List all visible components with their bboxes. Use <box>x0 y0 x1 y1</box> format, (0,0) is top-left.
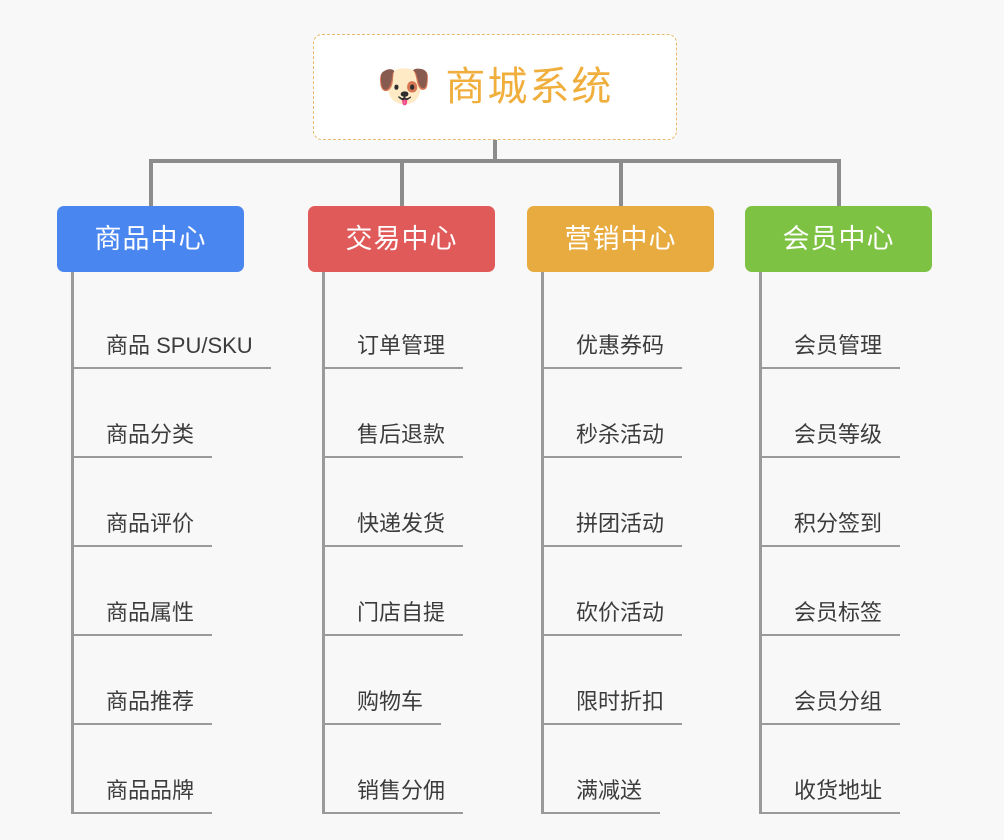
leaf-item[interactable]: 快递发货 <box>325 458 538 547</box>
leaf-list-transaction-center: 订单管理 售后退款 快递发货 门店自提 购物车 销售分佣 <box>322 272 538 814</box>
leaf-label: 商品品牌 <box>74 780 213 814</box>
leaf-item[interactable]: 优惠券码 <box>544 280 757 369</box>
root-node-title: 商城系统 <box>445 65 614 109</box>
leaf-item[interactable]: 销售分佣 <box>325 725 538 814</box>
leaf-label: 优惠券码 <box>544 335 683 369</box>
leaf-label: 商品属性 <box>74 602 213 636</box>
leaf-item[interactable]: 收货地址 <box>762 725 975 814</box>
leaf-label: 商品评价 <box>74 513 213 547</box>
connector-drop-4 <box>837 159 841 207</box>
connector-drop-1 <box>149 159 153 207</box>
root-node-mall-system[interactable]: 🐶 商城系统 <box>313 34 677 140</box>
leaf-label: 商品分类 <box>74 424 213 458</box>
leaf-label: 限时折扣 <box>544 691 683 725</box>
leaf-label: 拼团活动 <box>544 513 683 547</box>
leaf-item[interactable]: 售后退款 <box>325 369 538 458</box>
leaf-item[interactable]: 商品属性 <box>74 547 287 636</box>
branch-column-member-center: 会员中心 会员管理 会员等级 积分签到 会员标签 会员分组 收货地址 <box>745 206 975 814</box>
leaf-item[interactable]: 商品品牌 <box>74 725 287 814</box>
leaf-item[interactable]: 砍价活动 <box>544 547 757 636</box>
leaf-item[interactable]: 会员标签 <box>762 547 975 636</box>
leaf-item[interactable]: 积分签到 <box>762 458 975 547</box>
connector-horizontal-bus <box>149 159 839 163</box>
leaf-item[interactable]: 会员管理 <box>762 280 975 369</box>
leaf-label: 积分签到 <box>762 513 901 547</box>
branch-column-transaction-center: 交易中心 订单管理 售后退款 快递发货 门店自提 购物车 销售分佣 <box>308 206 538 814</box>
leaf-label: 砍价活动 <box>544 602 683 636</box>
branch-column-marketing-center: 营销中心 优惠券码 秒杀活动 拼团活动 砍价活动 限时折扣 满减送 <box>527 206 757 814</box>
leaf-item[interactable]: 商品分类 <box>74 369 287 458</box>
leaf-item[interactable]: 拼团活动 <box>544 458 757 547</box>
leaf-label: 会员等级 <box>762 424 901 458</box>
leaf-item[interactable]: 商品评价 <box>74 458 287 547</box>
leaf-label: 购物车 <box>325 691 442 725</box>
leaf-label: 满减送 <box>544 780 661 814</box>
leaf-label: 会员管理 <box>762 335 901 369</box>
category-label: 营销中心 <box>564 223 677 254</box>
leaf-list-product-center: 商品 SPU/SKU 商品分类 商品评价 商品属性 商品推荐 商品品牌 <box>71 272 287 814</box>
connector-root-stem <box>493 140 497 162</box>
leaf-label: 会员分组 <box>762 691 901 725</box>
category-label: 交易中心 <box>345 223 458 254</box>
leaf-label: 会员标签 <box>762 602 901 636</box>
branch-column-product-center: 商品中心 商品 SPU/SKU 商品分类 商品评价 商品属性 商品推荐 商品品牌 <box>57 206 287 814</box>
connector-drop-3 <box>619 159 623 207</box>
category-box-marketing-center[interactable]: 营销中心 <box>527 206 714 272</box>
leaf-label: 订单管理 <box>325 335 464 369</box>
leaf-item[interactable]: 商品 SPU/SKU <box>74 280 287 369</box>
leaf-label: 快递发货 <box>325 513 464 547</box>
leaf-item[interactable]: 会员等级 <box>762 369 975 458</box>
category-label: 商品中心 <box>94 223 207 254</box>
connector-drop-2 <box>400 159 404 207</box>
leaf-list-member-center: 会员管理 会员等级 积分签到 会员标签 会员分组 收货地址 <box>759 272 975 814</box>
leaf-label: 商品 SPU/SKU <box>74 335 271 369</box>
leaf-item[interactable]: 商品推荐 <box>74 636 287 725</box>
leaf-label: 秒杀活动 <box>544 424 683 458</box>
category-box-transaction-center[interactable]: 交易中心 <box>308 206 495 272</box>
leaf-item[interactable]: 购物车 <box>325 636 538 725</box>
leaf-label: 收货地址 <box>762 780 901 814</box>
category-box-member-center[interactable]: 会员中心 <box>745 206 932 272</box>
leaf-label: 销售分佣 <box>325 780 464 814</box>
category-label: 会员中心 <box>782 223 895 254</box>
category-box-product-center[interactable]: 商品中心 <box>57 206 244 272</box>
leaf-item[interactable]: 满减送 <box>544 725 757 814</box>
leaf-label: 门店自提 <box>325 602 464 636</box>
leaf-item[interactable]: 订单管理 <box>325 280 538 369</box>
leaf-label: 售后退款 <box>325 424 464 458</box>
leaf-item[interactable]: 秒杀活动 <box>544 369 757 458</box>
leaf-item[interactable]: 门店自提 <box>325 547 538 636</box>
leaf-label: 商品推荐 <box>74 691 213 725</box>
leaf-list-marketing-center: 优惠券码 秒杀活动 拼团活动 砍价活动 限时折扣 满减送 <box>541 272 757 814</box>
leaf-item[interactable]: 限时折扣 <box>544 636 757 725</box>
leaf-item[interactable]: 会员分组 <box>762 636 975 725</box>
shiba-dog-face-icon: 🐶 <box>376 62 432 111</box>
